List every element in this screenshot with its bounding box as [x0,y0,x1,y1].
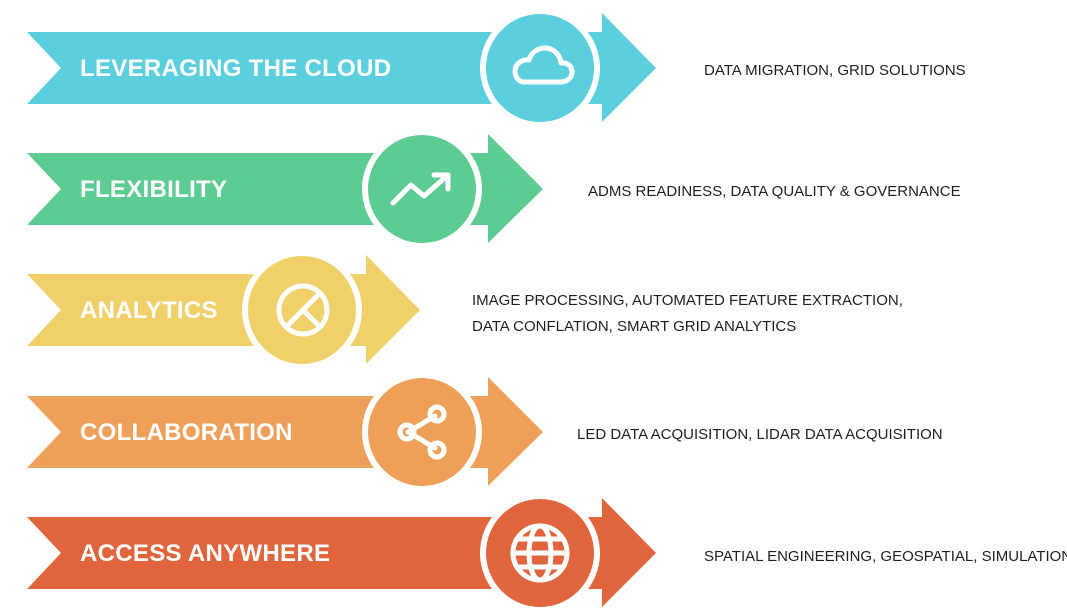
description-line: IMAGE PROCESSING, AUTOMATED FEATURE EXTR… [472,292,903,309]
row-leveraging-the-cloud: LEVERAGING THE CLOUD [27,8,656,128]
row-access-anywhere: ACCESS ANYWHERE [27,493,656,612]
row-description: DATA MIGRATION, GRID SOLUTIONS [704,58,966,84]
row-title: FLEXIBILITY [80,176,227,203]
row-title: ANALYTICS [80,297,218,324]
row-description: LED DATA ACQUISITION, LIDAR DATA ACQUISI… [577,422,943,448]
icon-circle [362,372,482,492]
row-analytics: ANALYTICS [27,250,420,370]
description-line: SPATIAL ENGINEERING, GEOSPATIAL, SIMULAT… [704,548,1067,565]
row-title: COLLABORATION [80,419,293,446]
pie-chart-icon [276,283,330,337]
description-line: LED DATA ACQUISITION, LIDAR DATA ACQUISI… [577,426,943,443]
cloud-icon [512,45,575,85]
description-line: ADMS READINESS, DATA QUALITY & GOVERNANC… [588,183,961,200]
share-icon [397,404,447,460]
description-line: DATA CONFLATION, SMART GRID ANALYTICS [472,318,797,335]
row-title: ACCESS ANYWHERE [80,540,330,567]
globe-icon [510,523,570,583]
trending-up-icon [390,172,451,206]
row-flexibility: FLEXIBILITY [27,129,543,249]
row-description: IMAGE PROCESSING, AUTOMATED FEATURE EXTR… [472,288,903,340]
row-title: LEVERAGING THE CLOUD [80,55,391,82]
row-description: SPATIAL ENGINEERING, GEOSPATIAL, SIMULAT… [704,544,1067,570]
icon-circle [362,129,482,249]
row-description: ADMS READINESS, DATA QUALITY & GOVERNANC… [588,179,961,205]
description-line: DATA MIGRATION, GRID SOLUTIONS [704,62,966,79]
row-collaboration: COLLABORATION [27,372,543,492]
icon-circle [480,8,600,128]
